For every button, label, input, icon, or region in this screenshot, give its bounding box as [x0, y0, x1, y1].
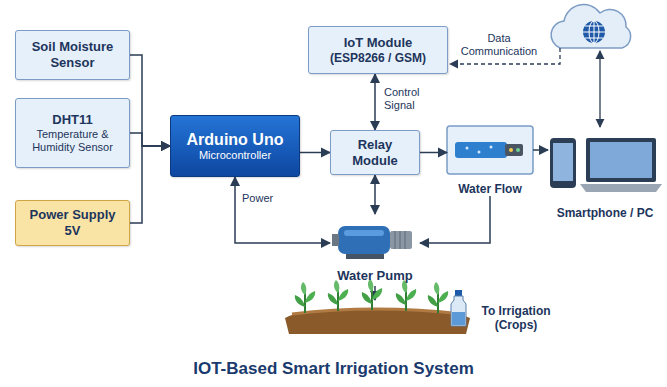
pump-icon — [332, 226, 412, 259]
pump-shine — [344, 230, 384, 236]
connector-arrow — [420, 152, 447, 154]
text-group: DHT11Temperature & Humidity Sensor — [20, 112, 125, 154]
sensor-box: Soil Moisture Sensor — [15, 30, 130, 80]
connector-arrow — [374, 74, 376, 130]
node-heading: Water Flow — [435, 182, 545, 196]
text-group: Arduino UnoMicrocontroller — [175, 130, 295, 162]
motor-fins — [395, 231, 405, 249]
edge-label: Control Signal — [382, 86, 448, 112]
globe-lines — [583, 21, 605, 43]
text-group: Power Supply 5V — [20, 207, 125, 238]
laptop-screen — [590, 142, 652, 178]
laptop-lid — [586, 138, 656, 182]
node-heading: DHT11 — [20, 112, 125, 128]
relay-box: Relay Module — [330, 130, 420, 175]
pump-body — [338, 226, 390, 254]
node-text: (ESP8266 / GSM) — [313, 51, 443, 65]
pump-node: Water Pump — [330, 214, 420, 284]
sensor-dot — [516, 148, 520, 152]
connector-arrow — [130, 133, 170, 146]
connector-arrow — [300, 152, 330, 154]
power-box: Power Supply 5V — [15, 200, 130, 246]
node-heading: Relay Module — [335, 137, 415, 168]
device-icons — [550, 138, 662, 192]
controller-box: Arduino UnoMicrocontroller — [170, 115, 300, 177]
connector-arrow — [374, 175, 376, 214]
connector-arrow — [420, 196, 490, 243]
node-heading: Arduino Uno — [175, 130, 295, 149]
pump-inlet — [332, 234, 339, 246]
connector-arrow — [130, 146, 170, 223]
pump-base — [346, 254, 384, 259]
bubble — [490, 146, 493, 149]
phone-body — [550, 138, 576, 188]
laptop-base — [580, 184, 662, 192]
flow-box — [447, 126, 533, 174]
soil-bed — [285, 309, 470, 334]
plant — [295, 282, 315, 313]
text-group: Smartphone / PC — [536, 206, 667, 220]
flow-sensor: Water Flow — [447, 126, 533, 196]
node-heading: Smartphone / PC — [536, 206, 667, 220]
text-group: Water Pump — [318, 268, 432, 284]
sensor-head — [505, 144, 523, 156]
edge-label: Power — [240, 192, 284, 205]
device-node: Smartphone / PC — [548, 128, 662, 220]
globe-icon — [583, 21, 605, 43]
node-text: Microcontroller — [175, 149, 295, 162]
sensor-box: DHT11Temperature & Humidity Sensor — [15, 98, 130, 168]
pipe — [455, 142, 507, 158]
sensor-dot — [509, 148, 513, 152]
note-label: To Irrigation (Crops) — [472, 304, 560, 333]
cloud-shape — [551, 5, 631, 48]
flow-sensor-icon — [447, 126, 533, 174]
connector-arrow — [130, 55, 170, 146]
node-heading: Soil Moisture Sensor — [20, 39, 125, 70]
connector-arrow — [533, 149, 548, 151]
module-box: IoT Module(ESP8266 / GSM) — [308, 26, 448, 74]
soil-top — [292, 309, 462, 314]
text-group: Relay Module — [335, 137, 415, 168]
plant — [328, 280, 348, 311]
node-heading: Water Pump — [318, 268, 432, 284]
text-group: Soil Moisture Sensor — [20, 39, 125, 70]
phone-screen — [553, 143, 573, 181]
bottle — [451, 296, 466, 326]
bottle-cap — [455, 290, 462, 296]
node-heading: Power Supply 5V — [20, 207, 125, 238]
plant — [428, 282, 448, 313]
plant — [362, 279, 382, 310]
bubble — [478, 151, 481, 154]
cloud-link — [599, 51, 600, 127]
plant — [396, 280, 416, 311]
note-label: Data Communication — [452, 32, 546, 58]
node-heading: IoT Module — [313, 35, 443, 51]
pump-motor — [390, 231, 412, 249]
node-text: Temperature & Humidity Sensor — [20, 128, 125, 154]
diagram-title: IOT-Based Smart Irrigation System — [0, 359, 667, 379]
bottle-water — [452, 312, 465, 325]
bubble — [466, 147, 469, 150]
text-group: Water Flow — [435, 182, 545, 196]
connector-arrow — [235, 177, 330, 243]
text-group: IoT Module(ESP8266 / GSM) — [313, 35, 443, 65]
